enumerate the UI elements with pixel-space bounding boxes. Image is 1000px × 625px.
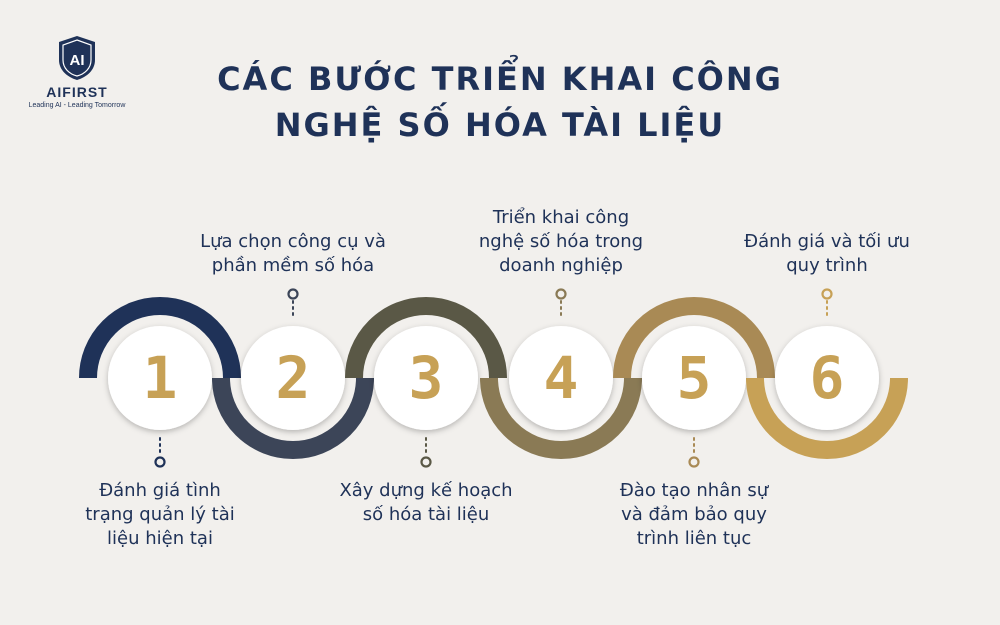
step-1-label: Đánh giá tình trạng quản lý tài liệu hiện …	[50, 479, 270, 551]
step-2-circle	[241, 326, 345, 430]
step-label-line: trạng quản lý tài	[85, 504, 235, 525]
step-label-line: Đào tạo nhân sự	[619, 480, 769, 501]
step-label-line: quy trình	[786, 255, 868, 276]
step-label-line: nghệ số hóa trong	[478, 231, 644, 252]
step-6-circle	[775, 326, 879, 430]
step-4-circle	[509, 326, 613, 430]
step-4-connector-dot	[555, 288, 567, 300]
step-4-label: Triển khai công nghệ số hóa trong doanh ng…	[451, 206, 671, 278]
title-line-2: NGHỆ SỐ HÓA TÀI LIỆU	[274, 106, 726, 144]
step-6-number: 6	[810, 344, 845, 412]
step-5-connector-dot	[688, 456, 700, 468]
logo-name: AIFIRST	[46, 84, 108, 100]
step-2-label: Lựa chọn công cụ và phần mềm số hóa	[183, 230, 403, 278]
step-1-circle	[108, 326, 212, 430]
step-2-arc	[212, 377, 374, 459]
step-1-number: 1	[143, 344, 178, 412]
logo-tagline: Leading AI - Leading Tomorrow	[28, 102, 126, 109]
step-4-arc	[480, 377, 642, 459]
step-5-circle	[642, 326, 746, 430]
step-label-line: trình liên tục	[636, 528, 752, 549]
step-5-arc	[613, 297, 775, 379]
step-3-arc	[345, 297, 507, 379]
step-3-connector-dot	[420, 456, 432, 468]
step-label-line: Đánh giá tình	[99, 480, 221, 501]
step-2-number: 2	[276, 344, 311, 412]
step-3-label: Xây dựng kế hoạch số hóa tài liệu	[316, 479, 536, 527]
step-label-line: và đảm bảo quy	[621, 504, 767, 525]
step-label-line: doanh nghiệp	[499, 255, 623, 276]
step-label-line: Đánh giá và tối ưu	[744, 231, 910, 252]
step-6-connector-dot	[821, 288, 833, 300]
logo-mark: AI	[70, 52, 85, 69]
step-label-line: Lựa chọn công cụ và	[200, 231, 386, 252]
step-5-number: 5	[677, 344, 712, 412]
page-title: CÁC BƯỚC TRIỂN KHAI CÔNG NGHỆ SỐ HÓA TÀI…	[150, 56, 850, 148]
shield-icon: AI	[59, 36, 95, 80]
step-6-arc	[746, 377, 908, 459]
step-3-circle	[374, 326, 478, 430]
step-1-connector-dot	[154, 456, 166, 468]
step-label-line: Xây dựng kế hoạch	[339, 480, 513, 501]
step-6-label: Đánh giá và tối ưu quy trình	[717, 230, 937, 278]
title-line-1: CÁC BƯỚC TRIỂN KHAI CÔNG	[217, 60, 783, 98]
step-3-number: 3	[409, 344, 444, 412]
step-5-label: Đào tạo nhân sự và đảm bảo quy trình liên …	[584, 479, 804, 551]
step-1-arc	[79, 297, 241, 379]
step-label-line: phần mềm số hóa	[211, 255, 375, 276]
step-label-line: liệu hiện tại	[107, 528, 213, 549]
step-4-number: 4	[544, 344, 579, 412]
step-label-line: Triển khai công	[492, 207, 630, 228]
step-2-connector-dot	[287, 288, 299, 300]
step-label-line: số hóa tài liệu	[362, 504, 490, 525]
logo: AI AIFIRST Leading AI - Leading Tomorrow	[22, 34, 132, 109]
